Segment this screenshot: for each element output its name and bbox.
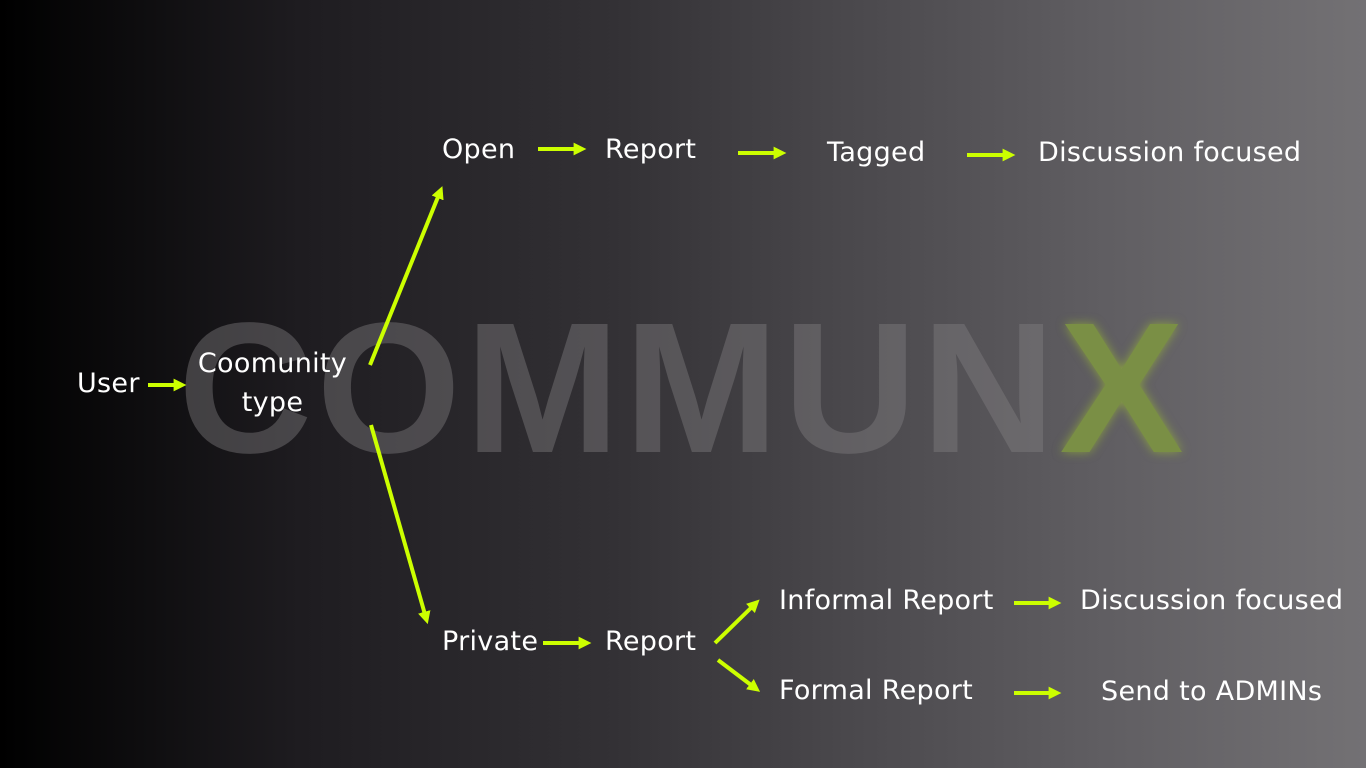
watermark-accent-x: X	[1059, 285, 1188, 492]
communx-watermark: COMMUNX	[178, 296, 1188, 482]
node-user: User	[77, 368, 140, 399]
watermark-main-text: COMMUN	[178, 285, 1060, 492]
node-community-type: Coomunity type	[190, 348, 355, 420]
arrow-type-to-private	[369, 424, 431, 625]
node-private: Private	[442, 626, 539, 657]
node-informal-report: Informal Report	[779, 585, 994, 616]
node-private-report: Report	[605, 626, 697, 657]
node-send-to-admins: Send to ADMINs	[1101, 676, 1323, 707]
arrow-report-to-formal	[716, 658, 761, 692]
node-community-type-line1: Coomunity	[197, 348, 348, 379]
node-tagged: Tagged	[827, 137, 926, 168]
node-formal-report: Formal Report	[779, 675, 974, 706]
node-open-report: Report	[605, 134, 697, 165]
node-informal-discussion-focused: Discussion focused	[1080, 585, 1344, 616]
node-open: Open	[442, 134, 516, 165]
arrow-report-to-informal	[713, 599, 760, 645]
arrow-type-to-open	[368, 186, 444, 366]
node-open-discussion-focused: Discussion focused	[1038, 137, 1302, 168]
node-community-type-line2: type	[241, 387, 304, 419]
